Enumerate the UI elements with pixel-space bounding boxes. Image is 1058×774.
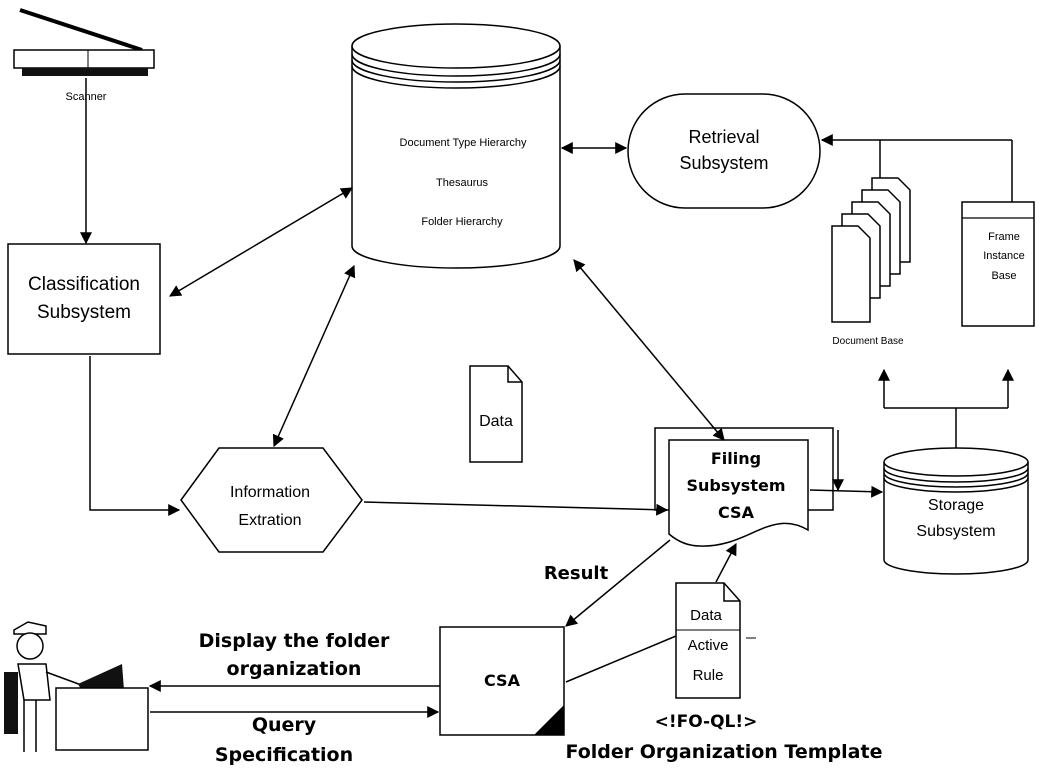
rule-label-1: Data [690, 607, 722, 624]
template-label: Folder Organization Template [566, 741, 883, 763]
retrieval-label-2: Subsystem [679, 153, 768, 173]
classification-subsystem-box [7, 243, 161, 355]
csa-box [439, 626, 565, 736]
info-label-2: Extration [238, 512, 301, 529]
frame-label-2: Instance [983, 250, 1025, 262]
frame-instance-base-box [961, 201, 1035, 327]
classification-label-2: Subsystem [37, 302, 131, 323]
document-base-label: Document Base [832, 336, 904, 347]
retrieval-subsystem-box [627, 93, 821, 209]
storage-label-1: Storage [928, 497, 984, 514]
foql-label: <!FO-QL!> [655, 712, 758, 732]
query-label-1: Query [252, 714, 317, 736]
result-label: Result [544, 563, 609, 584]
filing-label-3: CSA [718, 503, 755, 522]
filing-label-1: Filing [711, 449, 761, 468]
frame-label-1: Frame [988, 231, 1020, 243]
user-workstation-icon [4, 621, 149, 752]
knowledge-label-3: Folder Hierarchy [421, 216, 503, 228]
data-document-label: Data [479, 413, 513, 430]
knowledge-base-cylinder [351, 23, 561, 269]
query-label-2: Specification [215, 744, 353, 766]
knowledge-label-2: Thesaurus [436, 177, 488, 189]
information-extraction-box [180, 447, 363, 553]
document-base-stack [831, 177, 911, 323]
frame-label-3: Base [991, 270, 1016, 282]
connectors [80, 78, 1014, 718]
filing-label-2: Subsystem [686, 476, 785, 495]
retrieval-label-1: Retrieval [688, 127, 759, 147]
csa-label: CSA [484, 671, 521, 690]
info-label-1: Information [230, 484, 310, 501]
rule-label-3: Rule [693, 667, 724, 684]
filing-subsystem-box [668, 439, 809, 547]
scanner-icon [13, 8, 155, 76]
data-document-icon [469, 365, 523, 463]
rule-label-2: Active [688, 637, 729, 654]
classification-label-1: Classification [28, 274, 140, 295]
active-rule-document-icon [675, 582, 741, 699]
storage-cylinder [883, 447, 1029, 575]
display-label-1: Display the folder [199, 630, 390, 652]
display-label-2: organization [227, 658, 362, 680]
knowledge-label-1: Document Type Hierarchy [400, 137, 527, 149]
storage-label-2: Subsystem [916, 523, 995, 540]
